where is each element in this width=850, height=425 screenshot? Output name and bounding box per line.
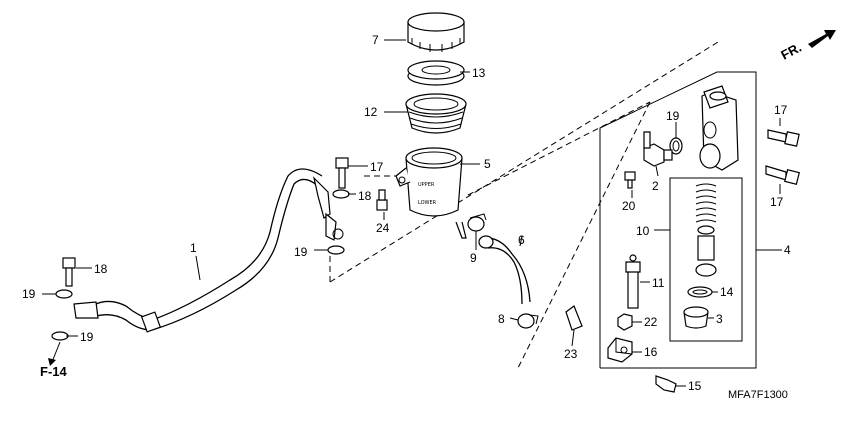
label-12: 12 — [364, 105, 378, 119]
reservoir-tank: UPPER LOWER — [395, 147, 467, 239]
reservoir-upper-text: UPPER — [418, 182, 435, 188]
label-3: 3 — [716, 312, 723, 326]
hose-clip-lower — [517, 313, 539, 329]
label-16: 16 — [644, 345, 658, 359]
label-1: 1 — [190, 241, 197, 255]
clevis — [607, 337, 633, 363]
front-direction-label: FR. — [778, 40, 804, 63]
label-20: 19 — [666, 109, 680, 123]
label-2: 2 — [652, 179, 659, 193]
push-rod — [625, 254, 641, 309]
mounting-bolt-lower — [765, 165, 801, 186]
part-labels: 7 13 12 5 1 17 18 19 18 19 19 24 9 6 8 2… — [22, 33, 791, 393]
oil-bolt-upper — [335, 157, 349, 189]
label-22: 22 — [644, 315, 658, 329]
ref-arrow-line — [51, 341, 61, 363]
master-cylinder-body — [699, 85, 739, 171]
label-4: 4 — [784, 243, 791, 257]
sealing-washer-upper-a — [332, 189, 350, 199]
cotter-pin — [565, 305, 583, 331]
diaphragm-plate — [407, 60, 465, 86]
sealing-washer-upper-b — [327, 245, 345, 255]
label-11: 11 — [652, 276, 665, 290]
diaphragm — [405, 93, 467, 134]
master-cylinder-assembly-box — [599, 71, 757, 369]
leader-lines — [42, 39, 782, 387]
label-9: 9 — [470, 251, 477, 265]
label-8: 8 — [498, 312, 505, 326]
lock-nut — [617, 313, 633, 331]
label-19-lower-b: 19 — [80, 330, 94, 344]
hose-clip-upper — [467, 213, 487, 232]
label-23: 23 — [564, 347, 578, 361]
label-19-upper-b: 19 — [294, 245, 308, 259]
label-18-lower: 18 — [94, 262, 108, 276]
sealing-washer-lower-b — [51, 331, 69, 341]
label-10: 10 — [636, 224, 650, 238]
piston-boot — [683, 306, 709, 329]
sealing-washer-lower-a — [55, 289, 73, 299]
clevis-pin — [655, 375, 677, 393]
label-6: 6 — [518, 233, 525, 247]
hose-joint — [643, 131, 673, 167]
label-14: 14 — [720, 285, 734, 299]
label-21: 20 — [622, 199, 636, 213]
reservoir-lower-text: LOWER — [418, 200, 437, 206]
label-19-upper-a: 18 — [358, 189, 372, 203]
diagram-code: MFA7F1300 — [728, 389, 788, 401]
label-17-lower: 17 — [770, 195, 784, 209]
reservoir-hose — [478, 235, 531, 305]
piston-set — [695, 183, 717, 277]
label-18-upper: 17 — [370, 160, 384, 174]
label-24: 24 — [376, 221, 390, 235]
label-5: 5 — [484, 157, 491, 171]
label-7: 7 — [372, 33, 379, 47]
reservoir-bolt — [376, 189, 388, 211]
label-13: 13 — [472, 66, 486, 80]
mounting-bolt-upper — [767, 129, 800, 147]
label-15: 15 — [688, 379, 702, 393]
ref-arrow-head — [48, 358, 56, 366]
joint-screw — [624, 171, 636, 189]
explode-lines — [329, 41, 719, 369]
label-17-upper: 17 — [774, 103, 788, 117]
reservoir-cap — [407, 12, 465, 52]
front-direction-arrow: FR. — [778, 30, 836, 63]
circlip — [687, 286, 713, 298]
reference-label: F-14 — [40, 364, 68, 379]
label-19-lower-a: 19 — [22, 287, 36, 301]
brake-hose — [73, 168, 344, 333]
oil-bolt-lower — [62, 257, 76, 287]
